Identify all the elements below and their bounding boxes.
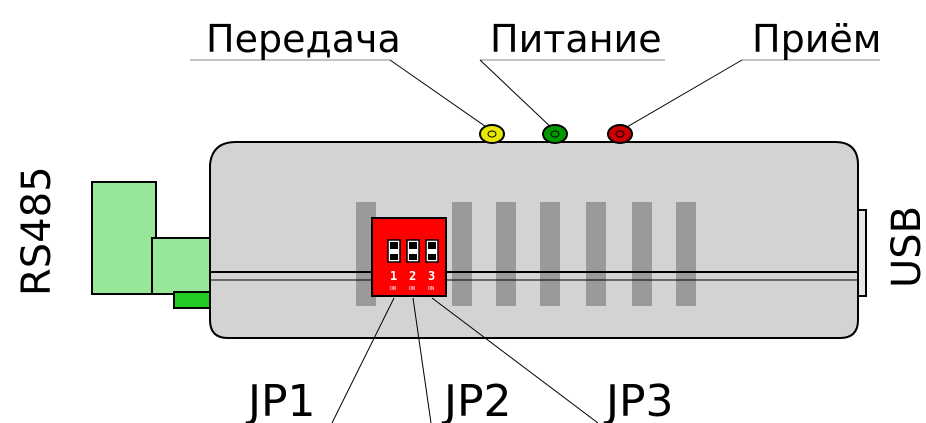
rs485-connector <box>91 181 215 309</box>
label-jp2: JP2 <box>441 376 512 423</box>
jumper-leaders <box>331 297 599 423</box>
label-jp1: JP1 <box>245 376 316 423</box>
dip-number-3: 3 <box>428 269 435 283</box>
led-tx <box>479 124 505 144</box>
dip-slot-2[interactable] <box>406 239 420 263</box>
label-tx: Передача <box>206 17 401 61</box>
led-power <box>542 124 568 144</box>
dip-slot-3[interactable] <box>425 239 439 263</box>
connector-body <box>91 181 157 295</box>
dip-on-mark-3: ON <box>428 286 434 292</box>
dip-on-mark-2: ON <box>409 286 415 292</box>
label-power: Питание <box>490 17 662 61</box>
label-rs485: RS485 <box>14 166 60 296</box>
dip-number-1: 1 <box>390 269 397 283</box>
housing-seam <box>210 271 858 281</box>
label-jp3: JP3 <box>603 376 674 423</box>
connector-foot <box>173 291 211 309</box>
dip-slot-1[interactable] <box>387 239 401 263</box>
label-rx: Приём <box>752 17 881 61</box>
dip-on-mark-1: ON <box>390 286 396 292</box>
label-usb: USB <box>884 206 926 288</box>
led-rx <box>607 124 633 144</box>
dip-switch: 1 2 3 ON ON ON <box>371 217 447 297</box>
device-housing <box>209 141 859 339</box>
connector-neck <box>151 237 215 295</box>
dip-number-2: 2 <box>409 269 416 283</box>
top-leaders <box>190 59 880 132</box>
